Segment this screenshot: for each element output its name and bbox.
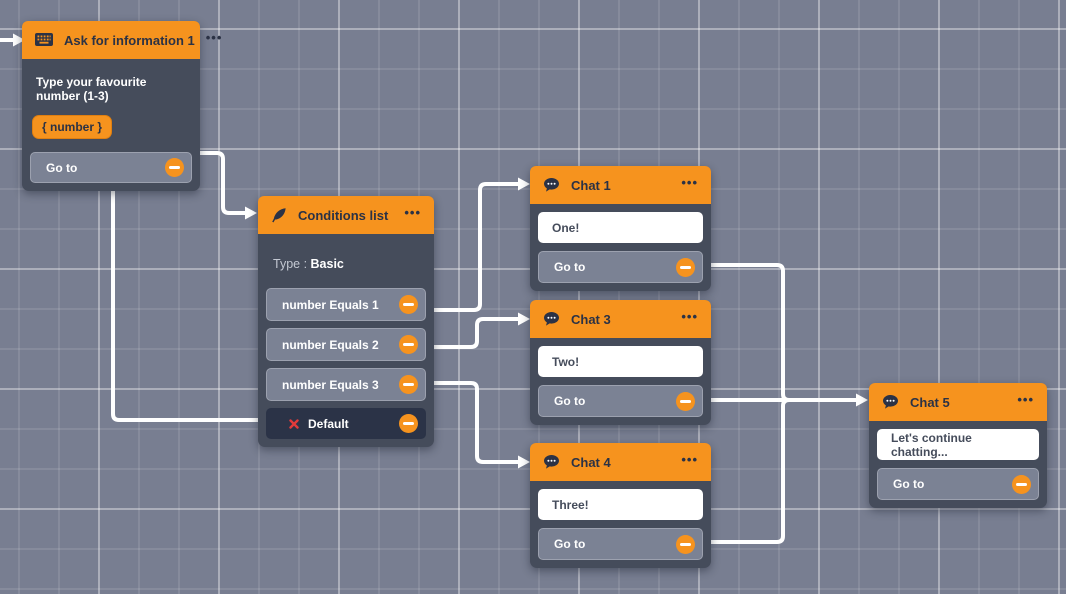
- node-title: Chat 1: [571, 177, 611, 193]
- condition-type: Type : Basic: [273, 257, 419, 271]
- goto-label: Go to: [46, 160, 78, 175]
- goto-row[interactable]: Go to: [538, 251, 703, 283]
- node-chat-3[interactable]: Chat 3 ••• Two! Go to: [530, 300, 711, 425]
- minus-circle-icon[interactable]: [676, 534, 695, 554]
- feather-icon: [271, 207, 287, 223]
- node-menu-button[interactable]: •••: [681, 174, 698, 190]
- condition-label: number Equals 2: [282, 337, 379, 352]
- condition-label: number Equals 3: [282, 377, 379, 392]
- node-menu-button[interactable]: •••: [205, 29, 223, 45]
- node-chat-5[interactable]: Chat 5 ••• Let's continue chatting... Go…: [869, 383, 1047, 508]
- node-title: Ask for information 1: [64, 32, 195, 48]
- minus-circle-icon[interactable]: [1012, 474, 1031, 494]
- node-menu-button[interactable]: •••: [681, 451, 698, 467]
- red-x-icon: [289, 418, 299, 429]
- minus-circle-icon[interactable]: [399, 375, 418, 394]
- type-value: Basic: [310, 257, 344, 271]
- node-header[interactable]: Chat 3 •••: [530, 300, 711, 338]
- minus-circle-icon[interactable]: [676, 257, 695, 277]
- chat-bubble-icon: [882, 394, 899, 410]
- question-text: Type your favourite number (1-3): [36, 75, 147, 103]
- connection-chat1-to-chat5: [705, 263, 791, 402]
- message-box[interactable]: Two!: [538, 346, 703, 377]
- goto-row[interactable]: Go to: [877, 468, 1039, 500]
- node-ask-for-information-1[interactable]: Ask for information 1 ••• Type your favo…: [22, 21, 221, 191]
- default-condition-row[interactable]: Default: [266, 408, 426, 439]
- minus-circle-icon[interactable]: [165, 158, 184, 177]
- message-box[interactable]: One!: [538, 212, 703, 243]
- node-title: Chat 3: [571, 311, 611, 327]
- arrowhead: [518, 312, 530, 326]
- node-title: Chat 5: [910, 394, 950, 410]
- connection-ask-to-conditions: [192, 151, 247, 215]
- message-box[interactable]: Three!: [538, 489, 703, 520]
- minus-circle-icon[interactable]: [676, 391, 695, 411]
- connection-chat4-to-chat5: [705, 398, 791, 544]
- default-label: Default: [308, 416, 349, 431]
- node-header[interactable]: Ask for information 1 •••: [22, 21, 221, 59]
- arrowhead: [245, 206, 257, 220]
- goto-row[interactable]: Go to: [538, 528, 703, 560]
- chat-bubble-icon: [543, 311, 560, 327]
- type-label: Type :: [273, 257, 308, 271]
- message-box[interactable]: Let's continue chatting...: [877, 429, 1039, 460]
- goto-label: Go to: [554, 537, 586, 551]
- connection-eq1-to-chat1: [431, 182, 520, 312]
- node-menu-button[interactable]: •••: [404, 204, 421, 220]
- goto-label: Go to: [554, 260, 586, 274]
- keyboard-icon: [35, 33, 53, 47]
- condition-row[interactable]: number Equals 2: [266, 328, 426, 361]
- connection-default-to-ask: [111, 183, 260, 422]
- goto-row[interactable]: Go to: [30, 152, 192, 183]
- condition-row[interactable]: number Equals 1: [266, 288, 426, 321]
- chat-bubble-icon: [543, 177, 560, 193]
- condition-label: number Equals 1: [282, 297, 379, 312]
- node-menu-button[interactable]: •••: [681, 308, 698, 324]
- node-header[interactable]: Chat 1 •••: [530, 166, 711, 204]
- node-header[interactable]: Chat 5 •••: [869, 383, 1047, 421]
- node-conditions-list[interactable]: Conditions list ••• Type : Basic number …: [258, 196, 434, 447]
- variable-chip[interactable]: { number }: [32, 115, 113, 139]
- node-header[interactable]: Chat 4 •••: [530, 443, 711, 481]
- node-chat-1[interactable]: Chat 1 ••• One! Go to: [530, 166, 711, 291]
- node-title: Chat 4: [571, 454, 611, 470]
- arrowhead: [518, 177, 530, 191]
- node-chat-4[interactable]: Chat 4 ••• Three! Go to: [530, 443, 711, 568]
- minus-circle-icon[interactable]: [399, 295, 418, 314]
- node-title: Conditions list: [298, 207, 389, 223]
- condition-row[interactable]: number Equals 3: [266, 368, 426, 401]
- goto-label: Go to: [554, 394, 586, 408]
- minus-circle-icon[interactable]: [399, 335, 418, 354]
- connection-eq3-to-chat4: [431, 381, 520, 464]
- minus-circle-icon[interactable]: [399, 414, 418, 433]
- goto-row[interactable]: Go to: [538, 385, 703, 417]
- goto-label: Go to: [893, 477, 925, 491]
- node-menu-button[interactable]: •••: [1017, 391, 1034, 407]
- arrowhead: [856, 393, 868, 407]
- connection-eq2-to-chat3: [431, 317, 520, 349]
- node-header[interactable]: Conditions list •••: [258, 196, 434, 234]
- chat-bubble-icon: [543, 454, 560, 470]
- arrowhead: [518, 455, 530, 469]
